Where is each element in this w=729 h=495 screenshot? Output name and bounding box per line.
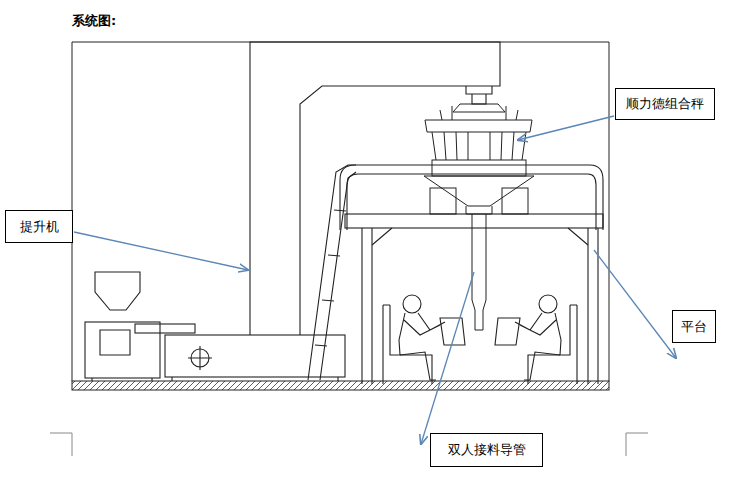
workers [515,313,561,380]
elevator [172,377,338,381]
workers [539,295,557,313]
callout-box: 双人接料导管 [430,433,543,467]
elevator [466,86,492,94]
combination-weigher [466,206,492,214]
vibrating-feeder [92,378,152,381]
leader-lines [74,116,676,444]
combination-weigher [424,104,534,330]
platform [340,165,603,384]
callout-label: 双人接料导管 [448,441,526,459]
elevator [315,210,346,346]
diagram-title: 系统图: [72,12,116,30]
frame [72,42,609,381]
callout-label: 提升机 [20,218,59,236]
combination-weigher [432,132,526,160]
elevator [188,346,212,370]
combination-weigher [440,106,518,120]
corner-marks [626,433,648,456]
combination-weigher [432,160,526,176]
callout-label: 平台 [681,318,707,336]
workers [528,305,577,384]
callout-box: 平台 [672,310,716,343]
leader-line [518,116,614,140]
callout-label: 顺力德组合秤 [626,95,704,113]
elevator [250,42,500,335]
callout-box: 提升机 [5,210,73,243]
vibrating-feeder [85,272,195,381]
workers [399,313,445,380]
elevator [472,94,486,104]
vibrating-feeder [135,324,195,333]
combination-weigher [430,188,456,214]
workers [383,305,432,384]
platform [345,214,603,228]
corner-marks [50,433,648,456]
combination-weigher [453,104,505,112]
workers [403,295,421,313]
vibrating-feeder [95,272,140,310]
elevator [308,165,356,380]
frame [72,42,609,390]
combination-weigher [502,188,528,214]
platform [372,228,588,245]
vibrating-feeder [100,330,130,355]
combination-weigher [424,176,534,206]
vibrating-feeder [85,322,160,378]
workers [383,295,577,384]
leader-line [594,250,676,358]
leader-line [74,232,248,270]
combination-weigher [472,214,486,330]
platform [362,228,598,384]
elevator [165,335,345,377]
combination-weigher [425,120,532,132]
elevator [165,42,500,381]
leader-line [421,272,474,444]
workers [495,318,520,345]
callout-box: 顺力德组合秤 [615,88,715,120]
corner-marks [50,433,72,456]
